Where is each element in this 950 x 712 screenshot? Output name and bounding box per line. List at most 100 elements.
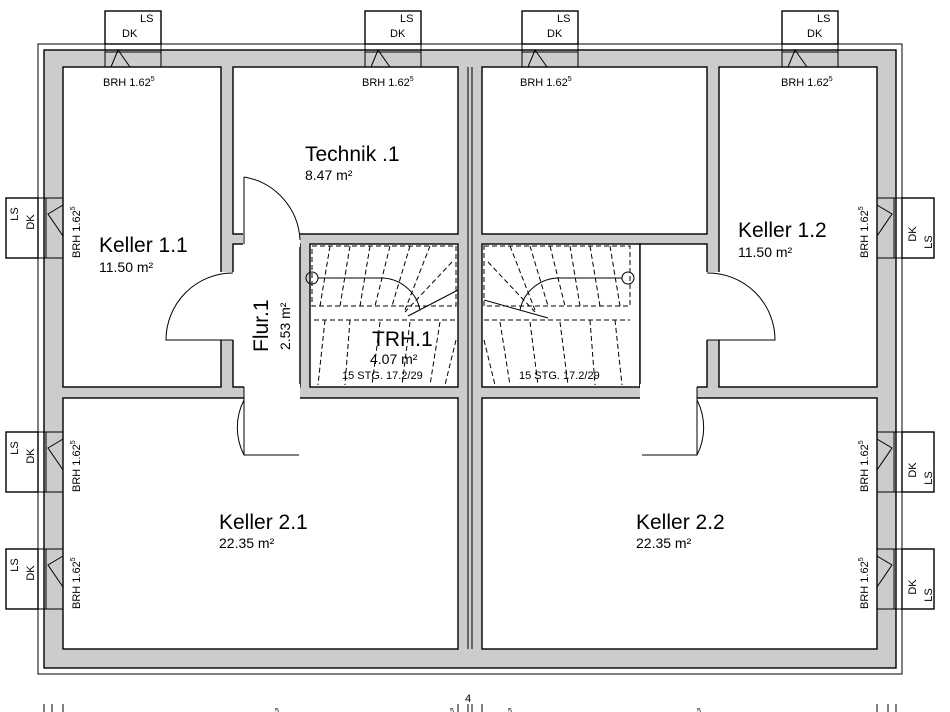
- stair-lower-tread: [429, 321, 441, 386]
- room-name-technik-1: Technik .1: [305, 143, 400, 166]
- window-left-2: LS DK BRH 1.625: [5, 431, 83, 493]
- window-swing: [876, 438, 893, 471]
- window-frame: [37, 548, 64, 610]
- window-frame: [37, 197, 64, 259]
- stair-tread: [359, 245, 371, 307]
- stair-walkline: [483, 299, 549, 319]
- window-swing: [47, 438, 64, 471]
- stair-tread: [509, 245, 536, 311]
- room-keller-2-1: [62, 397, 459, 650]
- light-shaft: [364, 10, 422, 45]
- stair-left: [305, 245, 459, 386]
- light-shaft: [901, 197, 935, 259]
- window-swing: [47, 204, 64, 237]
- door-opening: [640, 384, 697, 400]
- stair-lower-tread: [559, 321, 569, 386]
- door-swing-arc: [236, 399, 245, 456]
- stair-tread: [404, 245, 431, 311]
- dk-label: DK: [25, 448, 37, 464]
- dk-label: DK: [907, 462, 919, 478]
- window-frame: [876, 197, 903, 259]
- door-swing: [165, 272, 234, 341]
- light-shaft: [104, 10, 162, 45]
- brh-label: BRH 1.625: [362, 76, 414, 89]
- room-area-flur-1: 2.53 m²: [277, 302, 293, 350]
- window-right-1: DK LS BRH 1.625: [858, 197, 935, 259]
- door-swing: [706, 272, 776, 341]
- room-flur-right: [639, 243, 708, 388]
- stair-tread: [487, 261, 536, 313]
- ls-label: LS: [140, 13, 153, 25]
- window-swing: [47, 555, 64, 588]
- stair-label-left: 15 STG. 17.2/29: [342, 370, 423, 382]
- ls-label: LS: [923, 471, 935, 484]
- room-name-keller-2-1: Keller 2.1: [219, 511, 308, 534]
- stair-walkline: [519, 277, 622, 311]
- stair-tread: [374, 245, 391, 307]
- brh-label: BRH 1.625: [858, 557, 871, 609]
- window-swing: [110, 48, 131, 68]
- stair-lower-tread: [614, 319, 623, 386]
- dk-label: DK: [907, 226, 919, 242]
- room-area-keller-2-1: 22.35 m²: [219, 535, 275, 551]
- window-right-2: DK LS BRH 1.625: [858, 431, 935, 493]
- room-technik-1: [232, 66, 459, 235]
- dim-label-top: 4: [465, 693, 471, 705]
- stair-tread: [391, 245, 411, 307]
- dk-label: DK: [807, 28, 823, 40]
- window-left-1: LS DK BRH 1.625: [5, 197, 83, 259]
- room-trh-1: [309, 243, 459, 388]
- window-frame: [521, 43, 579, 68]
- room-keller-1-1: [62, 66, 222, 388]
- light-shaft: [5, 431, 39, 493]
- door-opening: [219, 272, 235, 340]
- outer-frame: [37, 43, 903, 675]
- window-top-1: LS DK BRH 1.625: [103, 10, 162, 89]
- stair-tread: [609, 245, 621, 307]
- stair-start-circle: [621, 271, 635, 285]
- stair-lower-tread: [499, 321, 511, 386]
- window-frame: [876, 431, 903, 493]
- stair-lower-tread: [529, 321, 539, 386]
- stair-lower-tread: [371, 321, 381, 386]
- dk-label: DK: [547, 28, 563, 40]
- dk-label: DK: [907, 579, 919, 595]
- stair-lower-tread: [317, 319, 326, 386]
- stair-walkline: [318, 277, 421, 311]
- dk-label: DK: [25, 214, 37, 230]
- dk-label: DK: [390, 28, 406, 40]
- room-keller-2-2: [481, 397, 878, 650]
- room-area-technik-1: 8.47 m²: [305, 167, 353, 183]
- stair-lower-tread: [589, 319, 596, 386]
- room-area-keller-2-2: 22.35 m²: [636, 535, 692, 551]
- stair-tread: [589, 245, 601, 307]
- ls-label: LS: [400, 13, 413, 25]
- stair-right: [483, 245, 635, 386]
- dim-mark: 5: [508, 708, 512, 712]
- room-keller-1-2: [718, 66, 878, 388]
- stair-walkline: [407, 289, 459, 317]
- ls-label: LS: [923, 588, 935, 601]
- stair-outline: [311, 245, 457, 307]
- window-swing: [876, 555, 893, 588]
- room-stair-right: [481, 243, 641, 388]
- light-shaft: [5, 548, 39, 610]
- window-top-4: LS DK BRH 1.625: [781, 10, 839, 89]
- dk-label: DK: [122, 28, 138, 40]
- ls-label: LS: [9, 558, 21, 571]
- door-swing-arc: [243, 176, 301, 241]
- door-opening: [244, 384, 300, 400]
- stair-tread: [529, 245, 549, 307]
- room-area-keller-1-1: 11.50 m²: [99, 259, 154, 275]
- ls-label: LS: [923, 235, 935, 248]
- window-swing: [370, 48, 391, 68]
- room-name-keller-1-2: Keller 1.2: [738, 219, 827, 242]
- stair-tread: [339, 245, 351, 307]
- window-frame: [364, 43, 422, 68]
- stair-tread: [404, 261, 453, 313]
- room-name-keller-2-2: Keller 2.2: [636, 511, 725, 534]
- stair-tread: [319, 245, 331, 307]
- stair-lower-tread: [344, 319, 351, 386]
- dim-mark: 5: [275, 708, 279, 712]
